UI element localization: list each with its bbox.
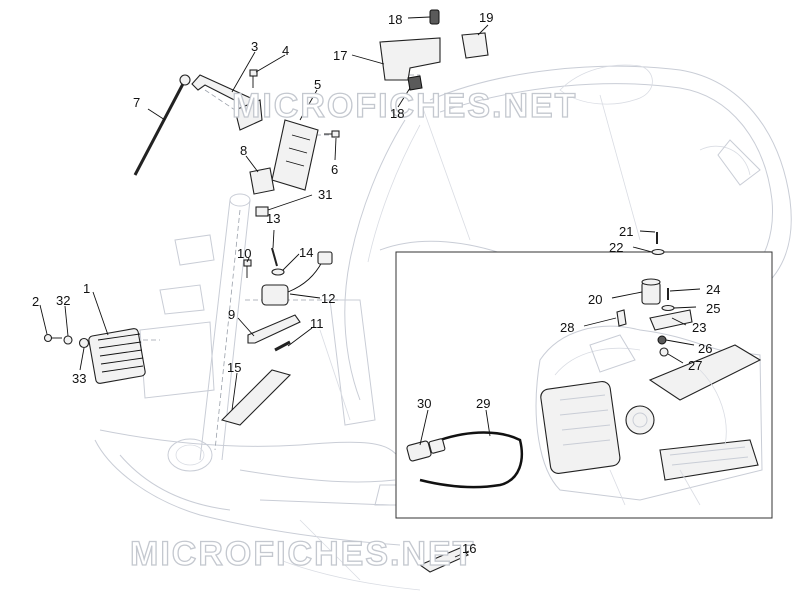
part-16-trim bbox=[418, 547, 470, 573]
part-13-screw bbox=[271, 247, 278, 267]
part-8-relay bbox=[249, 167, 275, 195]
callout-33: 33 bbox=[72, 371, 86, 386]
leader-lines bbox=[39, 16, 701, 558]
part-19-connector bbox=[461, 32, 489, 59]
callout-8: 8 bbox=[240, 143, 247, 158]
part-33-nut bbox=[78, 337, 90, 349]
callout-9: 9 bbox=[228, 307, 235, 322]
callout-31: 31 bbox=[318, 187, 332, 202]
callout-22: 22 bbox=[609, 240, 623, 255]
callout-14: 14 bbox=[299, 245, 313, 260]
part-20-solenoid bbox=[641, 278, 661, 305]
callout-2: 2 bbox=[32, 294, 39, 309]
callout-30: 30 bbox=[417, 396, 431, 411]
part-25-washer bbox=[661, 304, 675, 312]
callout-labels: 1 2 3 4 5 6 7 8 9 10 11 12 13 14 15 16 1… bbox=[32, 10, 720, 556]
part-30-connector bbox=[406, 438, 446, 462]
callout-1: 1 bbox=[83, 281, 90, 296]
scooter-body-outline bbox=[94, 64, 792, 591]
part-32-washer bbox=[63, 335, 73, 345]
engine-assembly bbox=[535, 325, 763, 506]
swing-arm bbox=[648, 344, 762, 401]
callout-11: 11 bbox=[310, 316, 324, 331]
part-12-sensor bbox=[261, 251, 333, 306]
watermark-top: MICROFICHES.NET bbox=[232, 87, 577, 125]
engine-cover bbox=[540, 381, 621, 474]
part-31-fuse bbox=[255, 206, 269, 217]
part-7-cable-tie bbox=[133, 74, 191, 176]
callout-4: 4 bbox=[282, 43, 289, 58]
part-9-bracket bbox=[247, 314, 301, 344]
part-10-screw bbox=[243, 259, 252, 278]
callout-29: 29 bbox=[476, 396, 490, 411]
part-3-bracket bbox=[191, 74, 256, 109]
part-11-screw bbox=[274, 340, 291, 352]
callout-5: 5 bbox=[314, 77, 321, 92]
crank-hub bbox=[625, 405, 655, 435]
part-26-nut bbox=[657, 335, 667, 345]
callout-28: 28 bbox=[560, 320, 574, 335]
part-2-bolt bbox=[43, 333, 62, 343]
part-27-washer bbox=[659, 347, 669, 357]
part-6-screw bbox=[324, 130, 340, 138]
part-18-clip bbox=[407, 75, 423, 91]
callout-16: 16 bbox=[462, 541, 476, 556]
transmission-cover bbox=[659, 439, 759, 481]
callout-27: 27 bbox=[688, 358, 702, 373]
part-4-screw bbox=[249, 69, 258, 88]
callout-13: 13 bbox=[266, 211, 280, 226]
part-29-cable bbox=[419, 431, 524, 489]
callout-32: 32 bbox=[56, 293, 70, 308]
part-18-fastener-top bbox=[429, 9, 440, 25]
watermark-bottom: MICROFICHES.NET bbox=[130, 535, 475, 573]
callout-19: 19 bbox=[479, 10, 493, 25]
callout-18-bottom: 18 bbox=[390, 106, 404, 121]
part-22-washer bbox=[651, 248, 665, 256]
callout-21: 21 bbox=[619, 224, 633, 239]
callout-15: 15 bbox=[227, 360, 241, 375]
callout-26: 26 bbox=[698, 341, 712, 356]
part-17-bracket bbox=[379, 37, 441, 81]
callout-20: 20 bbox=[588, 292, 602, 307]
part-28-clip bbox=[616, 309, 627, 327]
callout-18-top: 18 bbox=[388, 12, 402, 27]
callout-25: 25 bbox=[706, 301, 720, 316]
callout-10: 10 bbox=[237, 246, 251, 261]
callout-3: 3 bbox=[251, 39, 258, 54]
callout-12: 12 bbox=[321, 291, 335, 306]
callout-6: 6 bbox=[331, 162, 338, 177]
part-23-bracket bbox=[649, 309, 693, 331]
callout-17: 17 bbox=[333, 48, 347, 63]
callout-7: 7 bbox=[133, 95, 140, 110]
part-15-cover bbox=[220, 369, 292, 426]
part-14-washer bbox=[271, 268, 285, 276]
part-5-control-unit bbox=[271, 119, 319, 191]
part-1-regulator bbox=[88, 328, 146, 384]
callout-24: 24 bbox=[706, 282, 720, 297]
callout-23: 23 bbox=[692, 320, 706, 335]
